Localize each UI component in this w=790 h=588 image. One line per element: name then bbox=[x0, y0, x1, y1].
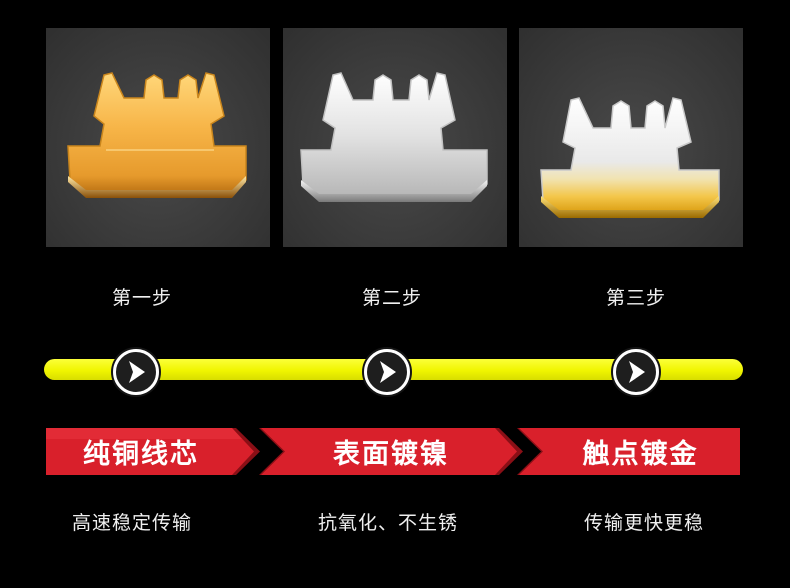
step3-description: 传输更快更稳 bbox=[583, 512, 704, 534]
step2-description: 抗氧化、不生锈 bbox=[317, 512, 458, 534]
step1-description: 高速稳定传输 bbox=[71, 512, 192, 534]
step3-label: 第三步 bbox=[605, 287, 666, 309]
step3-node bbox=[613, 349, 659, 395]
chevron-right-icon bbox=[629, 361, 645, 383]
chevron-right-icon bbox=[380, 361, 396, 383]
step1-label: 第一步 bbox=[111, 287, 172, 309]
step2-image-panel bbox=[283, 28, 507, 247]
step3-title: 触点镀金 bbox=[582, 439, 699, 470]
step2-node bbox=[364, 349, 410, 395]
step1-node bbox=[113, 349, 159, 395]
copper-contact-image bbox=[67, 72, 247, 198]
step1-title: 纯铜线芯 bbox=[83, 439, 199, 470]
step2-banner: 表面镀镍 bbox=[259, 428, 523, 475]
step2-title: 表面镀镍 bbox=[333, 439, 449, 470]
step1-banner: 纯铜线芯 bbox=[46, 428, 260, 475]
nickel-contact-image bbox=[300, 72, 488, 202]
step2-label: 第二步 bbox=[361, 287, 422, 309]
step1-image-panel bbox=[46, 28, 270, 247]
gold-tip-contact-image bbox=[540, 97, 720, 218]
chevron-right-icon bbox=[129, 361, 145, 383]
step3-image-panel bbox=[519, 28, 743, 247]
step3-banner: 触点镀金 bbox=[517, 428, 740, 475]
